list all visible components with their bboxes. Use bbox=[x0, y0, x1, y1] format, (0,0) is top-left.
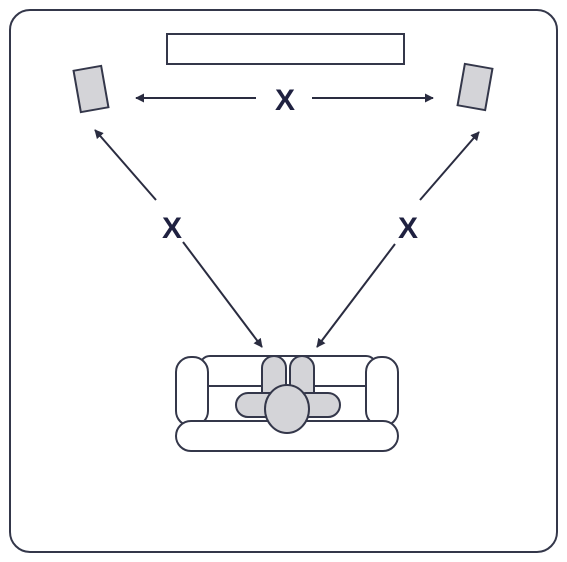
sofa-left-armrest bbox=[175, 356, 209, 427]
right-speaker-to-listener-arrow-top bbox=[419, 131, 480, 201]
left-speaker-to-listener-arrow-bottom bbox=[182, 241, 263, 348]
sofa-right-armrest bbox=[365, 356, 399, 427]
listener-head bbox=[264, 384, 310, 434]
right-speaker-to-listener-arrow-bottom bbox=[316, 243, 396, 348]
left-distance-label: X bbox=[162, 212, 182, 245]
left-speaker bbox=[72, 64, 110, 114]
listener bbox=[235, 355, 341, 434]
tv-screen bbox=[166, 33, 405, 65]
room-outline bbox=[9, 9, 558, 553]
right-speaker bbox=[456, 62, 494, 112]
sofa-back bbox=[199, 355, 377, 387]
top-distance-label: X bbox=[275, 84, 295, 117]
right-distance-label: X bbox=[398, 212, 418, 245]
left-speaker-to-listener-arrow-top bbox=[94, 129, 157, 201]
